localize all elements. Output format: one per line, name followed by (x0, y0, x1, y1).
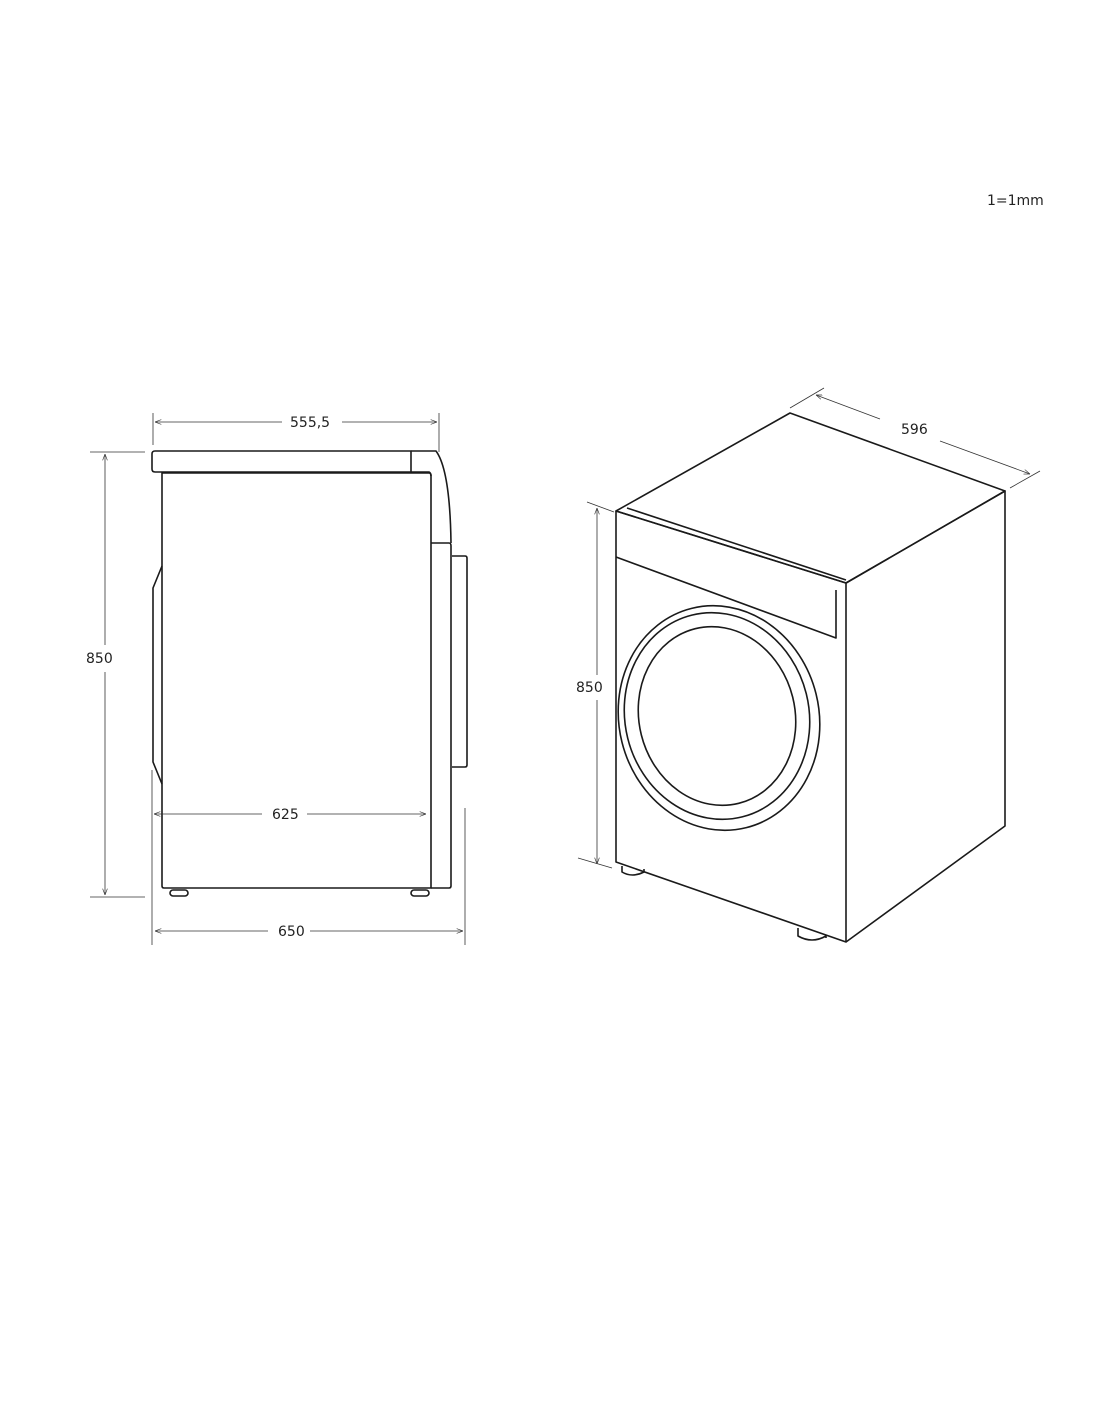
dim-top-depth: 555,5 (290, 415, 330, 431)
scale-note: 1=1mm (987, 193, 1044, 209)
dim-iso-height: 850 (576, 680, 603, 696)
foot (410, 889, 430, 897)
dim-height: 850 (86, 651, 113, 667)
dim-body-depth: 625 (272, 807, 299, 823)
body (161, 472, 432, 889)
foot (797, 928, 827, 941)
foot (621, 866, 645, 876)
dim-width: 596 (901, 422, 928, 438)
side-view: 555,5 850 625 650 (86, 413, 468, 945)
top-panel (151, 450, 412, 473)
control-panel (615, 556, 837, 639)
side-face (845, 490, 1006, 943)
foot (169, 889, 189, 897)
handle (452, 555, 468, 768)
door-ring (623, 611, 811, 821)
dim-total-depth: 650 (278, 924, 305, 940)
door-outer (617, 604, 821, 832)
top-face (615, 412, 1006, 584)
door-glass (637, 625, 797, 807)
door-section (431, 542, 452, 889)
front-bulge (152, 565, 163, 785)
front-face (615, 510, 847, 943)
iso-view: 596 850 (576, 387, 1041, 943)
